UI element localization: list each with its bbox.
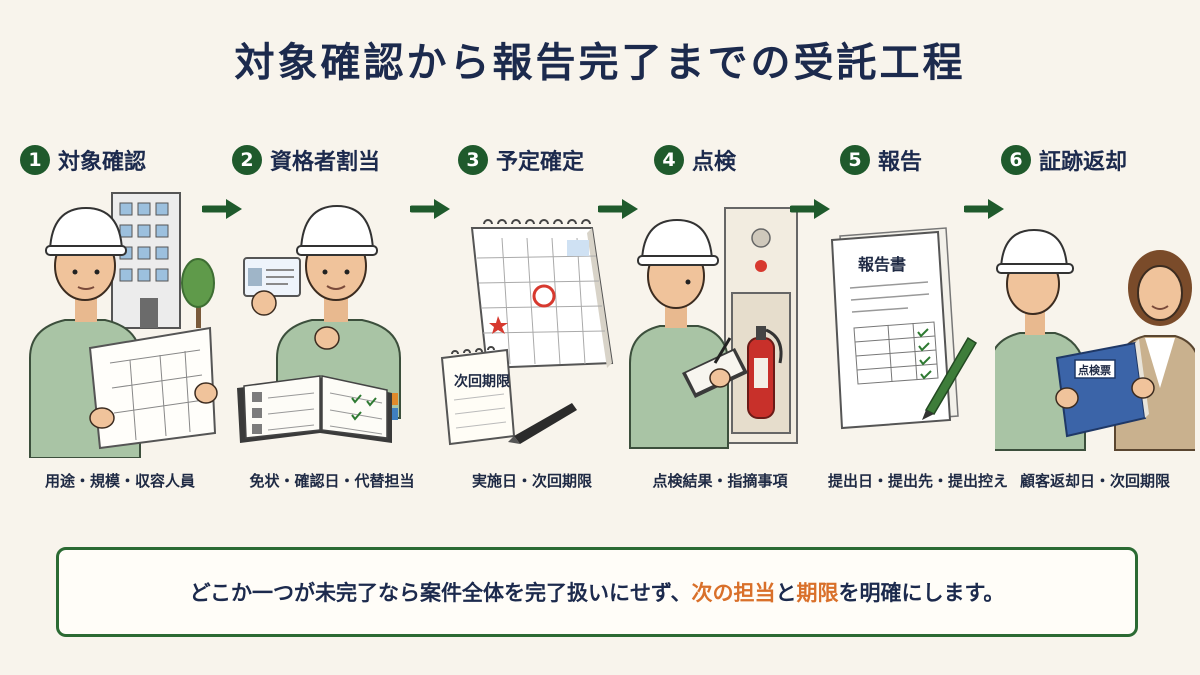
step-4: 4 点検 xyxy=(620,140,820,510)
step-5-header: 5 報告 xyxy=(840,140,1018,180)
fire-extinguisher-cabinet-icon xyxy=(724,207,798,444)
step-1: 1 対象確認 xyxy=(20,140,220,510)
step-3: 3 予定確定 xyxy=(432,140,632,510)
step-5: 5 報告 報告書 提出日・提 xyxy=(818,140,1018,510)
arrow-right-icon xyxy=(410,196,456,222)
arrow-right-icon xyxy=(598,196,644,222)
binder-icon xyxy=(237,375,398,443)
bottom-note: どこか一つが未完了なら案件全体を完了扱いにせず、 次の担当 と 期限 を明確にし… xyxy=(56,547,1138,637)
svg-text:次回期限: 次回期限 xyxy=(454,373,510,390)
svg-text:点検票: 点検票 xyxy=(1078,363,1111,377)
arrow-right-icon xyxy=(790,196,836,222)
license-card-icon xyxy=(243,257,301,297)
report-document-illustration: 報告書 xyxy=(818,188,1018,458)
step-4-number-badge: 4 xyxy=(654,145,684,175)
step-1-label: 対象確認 xyxy=(58,150,147,175)
step-6-caption: 顧客返却日・次回期限 xyxy=(1019,472,1170,490)
note-text-before: どこか一つが未完了なら案件全体を完了扱いにせず、 xyxy=(189,581,692,605)
arrow-right-icon xyxy=(964,196,1010,222)
step-4-caption: 点検結果・指摘事項 xyxy=(652,472,788,490)
step-3-number-badge: 3 xyxy=(458,145,488,175)
step-3-label: 予定確定 xyxy=(496,150,585,175)
note-highlight-next-owner: 次の担当 xyxy=(691,581,776,605)
step-6: 6 証跡返却 点検票 顧客返却日・次回期限 xyxy=(995,140,1195,510)
step-2-header: 2 資格者割当 xyxy=(232,140,432,180)
step-5-caption: 提出日・提出先・提出控え xyxy=(827,472,1008,490)
step-1-number-badge: 1 xyxy=(20,145,50,175)
calendar-illustration: 次回期限 xyxy=(432,188,632,458)
step-4-label: 点検 xyxy=(692,150,737,175)
notepad-icon: 次回期限 xyxy=(440,346,516,446)
pen-icon xyxy=(508,403,577,444)
svg-text:報告書: 報告書 xyxy=(858,255,906,274)
pen-icon xyxy=(922,336,978,420)
note-text-after: を明確にします。 xyxy=(838,581,1005,605)
step-2: 2 資格者割当 xyxy=(232,140,432,510)
step-2-label: 資格者割当 xyxy=(270,150,381,175)
step-2-caption: 免状・確認日・代替担当 xyxy=(249,472,415,490)
worker-with-license-illustration xyxy=(232,188,432,458)
tree-icon xyxy=(181,258,215,328)
worker-reading-plan-illustration xyxy=(20,188,220,458)
page-title: 対象確認から報告完了までの受託工程 xyxy=(234,40,966,86)
step-1-header: 1 対象確認 xyxy=(20,140,220,180)
note-text-middle: と xyxy=(775,581,797,605)
report-document-icon: 報告書 xyxy=(830,227,959,430)
step-5-label: 報告 xyxy=(878,150,923,175)
step-1-caption: 用途・規模・収容人員 xyxy=(44,472,195,490)
step-2-number-badge: 2 xyxy=(232,145,262,175)
step-6-number-badge: 6 xyxy=(1001,145,1031,175)
worker-with-clipboard-illustration xyxy=(620,188,820,458)
step-3-caption: 実施日・次回期限 xyxy=(471,472,592,490)
step-6-header: 6 証跡返却 xyxy=(1001,140,1195,180)
handover-illustration: 点検票 xyxy=(995,188,1195,458)
note-highlight-deadline: 期限 xyxy=(796,581,839,605)
step-6-label: 証跡返却 xyxy=(1039,150,1128,175)
building-icon xyxy=(111,192,181,329)
step-3-header: 3 予定確定 xyxy=(458,140,632,180)
calendar-icon xyxy=(470,219,614,370)
floor-plan-icon xyxy=(88,326,217,450)
step-5-number-badge: 5 xyxy=(840,145,870,175)
arrow-right-icon xyxy=(202,196,248,222)
step-4-header: 4 点検 xyxy=(654,140,820,180)
